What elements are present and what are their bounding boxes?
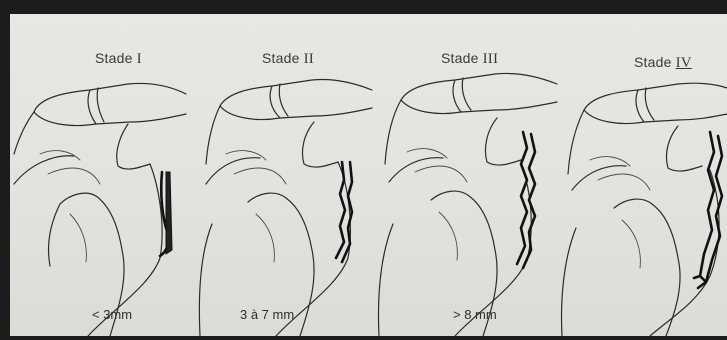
stage-2-measure: 3 à 7 mm (240, 307, 294, 322)
stage-2-shoulder-drawing (190, 14, 375, 336)
stage-4-shoulder-drawing (560, 14, 727, 336)
stage-3-shoulder-drawing (375, 14, 560, 336)
stage-1-measure: < 3mm (92, 307, 132, 322)
stage-3-measure: > 8 mm (453, 307, 497, 322)
stage-1-shoulder-drawing (0, 14, 190, 336)
